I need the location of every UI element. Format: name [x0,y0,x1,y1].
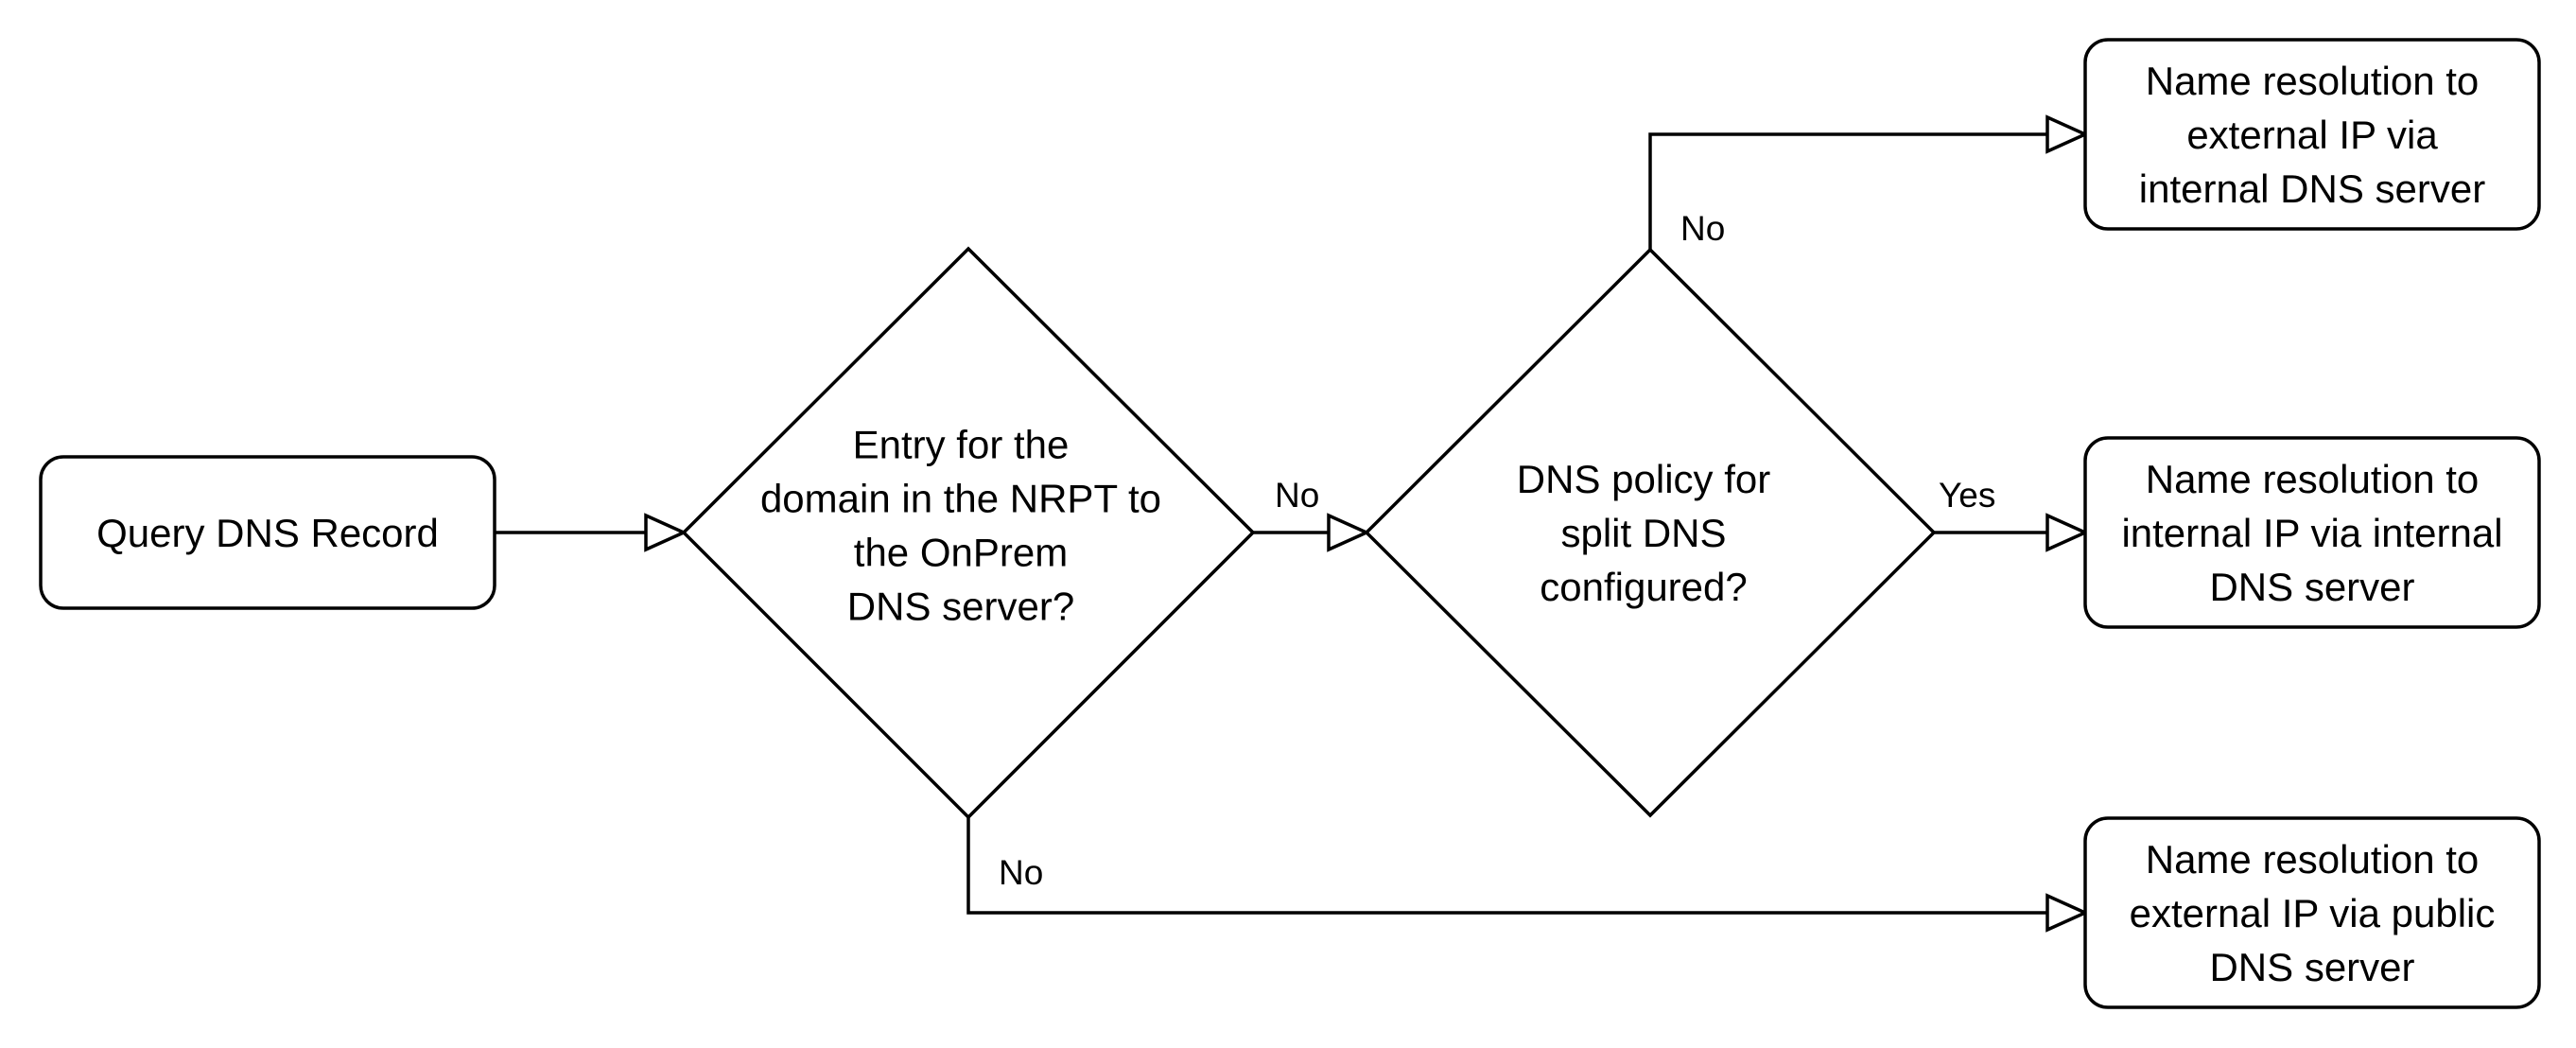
result-external-ip-internal-dns-text-line-1: Name resolution to [2146,59,2480,103]
result-external-ip-internal-dns: Name resolution to external IP via interna… [2083,38,2541,231]
result-external-ip-public-dns-text: Name resolution to external IP via public… [2130,837,2496,989]
decision-nrpt-entry-text-line-1: Entry for the [853,423,1070,467]
edge-nrpt-to-policy: No [1253,476,1371,552]
result-external-ip-internal-dns-text-line-3: internal DNS server [2139,166,2485,211]
result-external-ip-internal-dns-text-line-2: external IP via [2186,113,2438,157]
node-query-dns-record: Query DNS Record [39,455,496,610]
edge-policy-to-external-internal: No [1648,114,2090,250]
result-external-ip-public-dns-text-line-1: Name resolution to [2146,837,2480,882]
decision-nrpt-entry: Entry for the domain in the NRPT to the On… [681,246,1256,820]
decision-dns-policy-text-line-3: configured? [1540,565,1748,609]
result-external-ip-internal-dns-text: Name resolution to external IP via interna… [2139,59,2485,211]
result-internal-ip-internal-dns-text-line-1: Name resolution to [2146,457,2480,501]
result-internal-ip-internal-dns: Name resolution to internal IP via intern… [2083,436,2541,629]
result-internal-ip-internal-dns-text-line-3: DNS server [2209,565,2414,609]
decision-nrpt-entry-text-line-4: DNS server? [847,585,1074,629]
decision-nrpt-entry-text-line-3: the OnPrem [854,531,1068,575]
node-query-dns-record-text-line-1: Query DNS Record [96,511,439,555]
decision-dns-policy-text-line-1: DNS policy for [1517,457,1770,501]
decision-nrpt-entry-text: Entry for the domain in the NRPT to the On… [760,423,1161,629]
edge-policy-to-internal-internal: Yes [1934,476,2090,552]
result-internal-ip-internal-dns-text-line-2: internal IP via internal [2121,511,2502,555]
edge-nrpt-to-external-public: No [966,817,2090,933]
edge-start-to-nrpt [495,513,688,552]
result-external-ip-public-dns-text-line-2: external IP via public [2130,891,2496,935]
result-external-ip-public-dns-text-line-3: DNS server [2209,945,2414,989]
edge-label-nrpt-no-bottom: No [999,853,1043,892]
result-external-ip-public-dns: Name resolution to external IP via public… [2083,816,2541,1009]
result-internal-ip-internal-dns-text: Name resolution to internal IP via intern… [2121,457,2502,609]
decision-dns-policy-text: DNS policy for split DNS configured? [1517,457,1770,609]
decision-dns-policy-text-line-2: split DNS [1560,511,1726,555]
node-query-dns-record-text: Query DNS Record [96,511,439,555]
decision-nrpt-entry-text-line-2: domain in the NRPT to [760,477,1161,521]
edge-label-nrpt-no: No [1275,476,1319,515]
edge-label-policy-no: No [1680,209,1725,248]
decision-dns-policy: DNS policy for split DNS configured? [1364,247,1937,818]
edge-label-policy-yes: Yes [1939,476,1995,515]
